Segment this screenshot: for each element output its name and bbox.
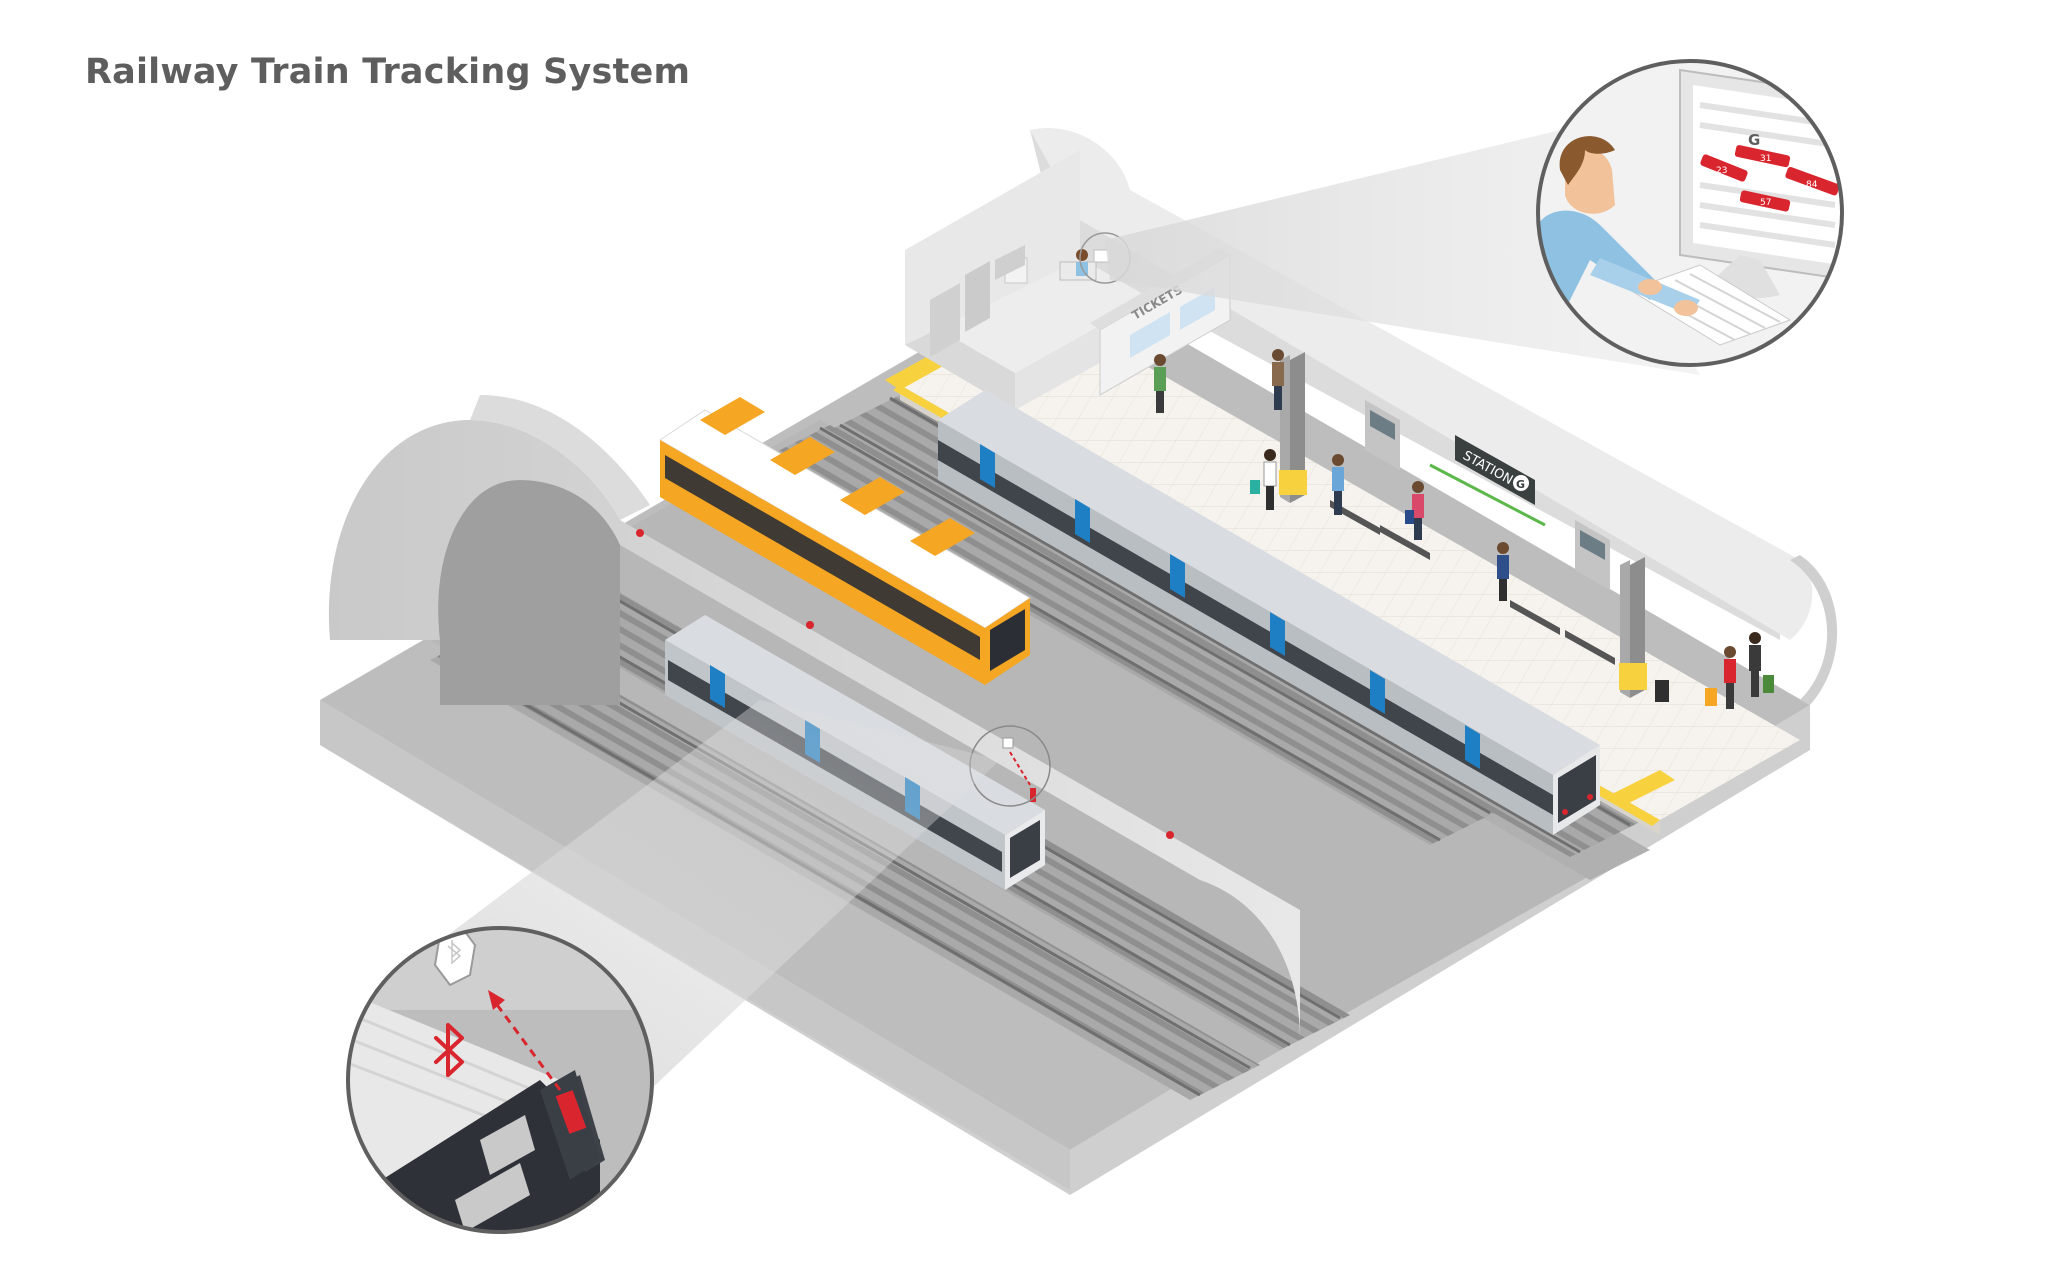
orange-train: [659, 397, 1031, 685]
front-tunnel: [328, 395, 1300, 1040]
monitor-number: 57: [1760, 198, 1771, 208]
tunnel-right-edge: [1790, 555, 1838, 705]
passengers: [1154, 349, 1774, 709]
station-letter: G: [1516, 478, 1525, 491]
benches: [1330, 500, 1615, 665]
trash-bin: [1655, 680, 1669, 702]
passenger: [1705, 646, 1736, 709]
monitor-number: 84: [1806, 180, 1818, 190]
monitor-train-blocks: 31 23 84 57: [1700, 145, 1840, 212]
monitor-number: 31: [1760, 154, 1771, 164]
passenger: [1332, 454, 1344, 515]
passenger: [1250, 449, 1277, 510]
platform-pillar-2: [1619, 557, 1647, 698]
passenger: [1154, 354, 1166, 413]
bluetooth-icon: [434, 1023, 464, 1077]
passenger: [1497, 542, 1509, 601]
zoom-circle-operator: G 31 23 84 57: [1536, 59, 1844, 367]
long-train: [938, 390, 1600, 835]
passenger: [1749, 632, 1774, 697]
passenger: [1272, 349, 1284, 410]
monitor-number: 23: [1716, 166, 1727, 176]
train-tag: [555, 1090, 587, 1134]
zoom-circle-beacon: [346, 926, 654, 1234]
diagram-title: Railway Train Tracking System: [85, 52, 691, 92]
monitor-heading: G: [1748, 131, 1760, 149]
ticket-machines-1: [1365, 400, 1400, 470]
passenger: [1405, 481, 1424, 540]
platform-pillar-1: [1279, 352, 1307, 503]
ticket-machines-2: [1575, 520, 1610, 590]
